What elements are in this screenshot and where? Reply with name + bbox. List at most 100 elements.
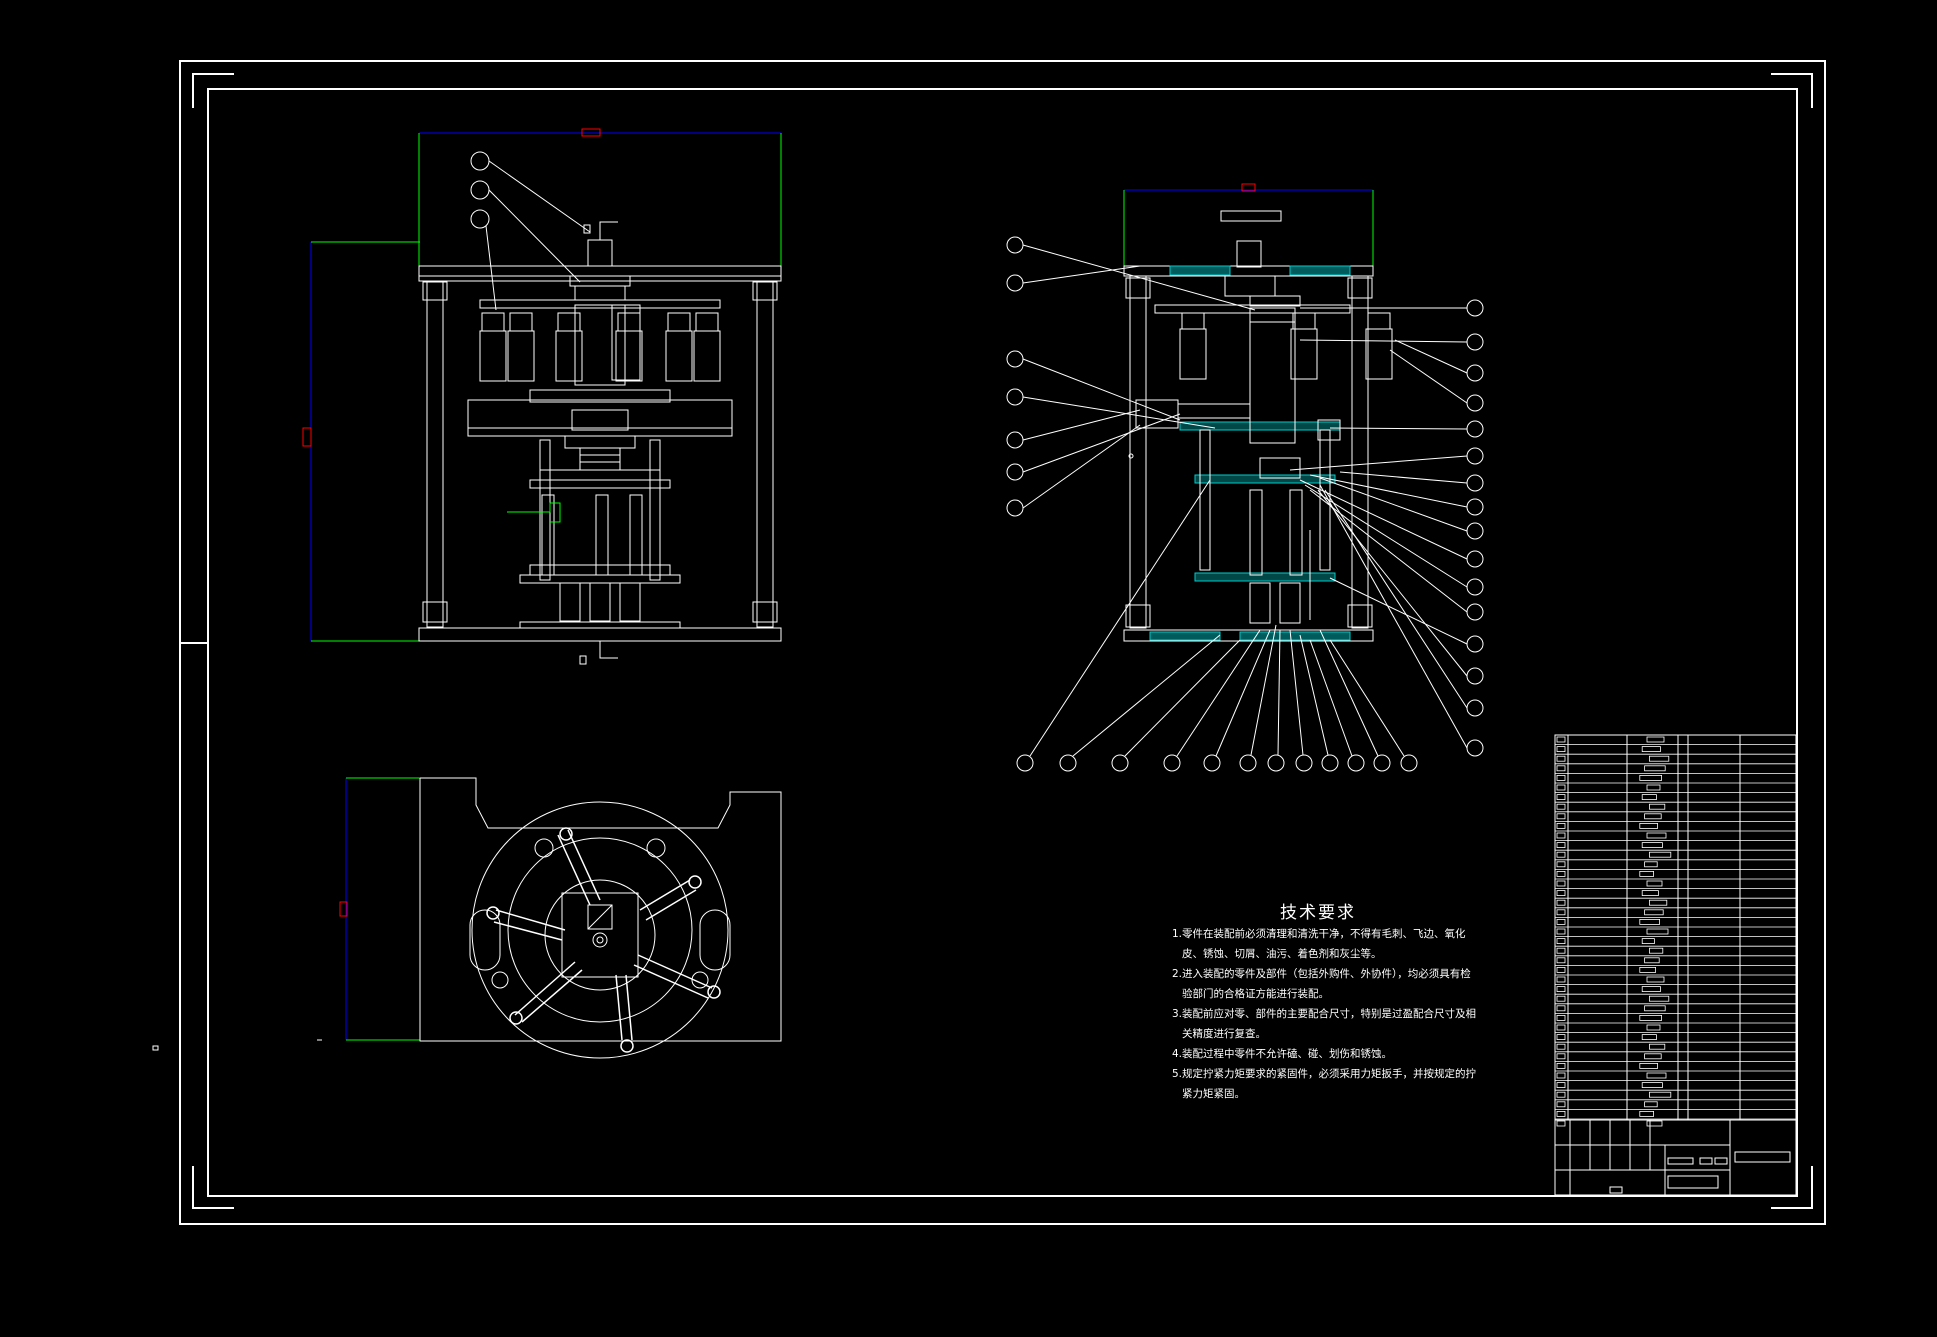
drawing-frame [179,60,1826,1225]
technical-requirement-line: 关精度进行复查。 [1182,1028,1266,1040]
parts-list-name-cell [1646,976,1665,983]
parts-list-name-cell [1649,851,1672,858]
parts-list-index-cell [1556,938,1566,944]
parts-list-index-cell [1556,851,1566,858]
parts-list-name-cell [1639,823,1659,829]
parts-list-index-cell [1556,899,1566,906]
parts-list-index-cell [1556,967,1566,973]
parts-list-index-cell [1556,861,1566,868]
parts-list-index-cell [1556,736,1566,743]
technical-requirement-line: 4.装配过程中零件不允许磕、碰、划伤和锈蚀。 [1172,1048,1393,1060]
parts-list-name-cell [1639,1063,1659,1069]
parts-list-index-cell [1556,928,1566,935]
parts-list-index-cell [1556,823,1566,829]
parts-list-index-cell [1556,746,1566,752]
parts-list-name-cell [1641,1082,1663,1088]
technical-requirement-line: 2.进入装配的零件及部件（包括外购件、外协件），均必须具有检 [1172,968,1471,980]
parts-list-rows [1555,734,1796,1127]
technical-requirement-line: 紧力矩紧固。 [1182,1088,1245,1100]
parts-list-name-cell [1649,803,1666,810]
parts-list-index-cell [1556,1053,1566,1060]
parts-list-index-cell [1556,871,1566,877]
parts-list-index-cell [1556,976,1566,983]
parts-list-index-cell [1556,1111,1566,1117]
parts-list-name-cell [1641,890,1659,896]
technical-requirement-line: 3.装配前应对零、部件的主要配合尺寸，特别是过盈配合尺寸及相 [1172,1008,1477,1020]
parts-list-name-cell [1641,986,1661,992]
parts-list-name-cell [1639,967,1657,973]
parts-list-name-cell [1644,1005,1666,1012]
parts-list-index-cell [1556,890,1566,896]
parts-list-index-cell [1556,1005,1566,1012]
parts-list-index-cell [1556,803,1566,810]
parts-list-name-cell [1641,1034,1657,1040]
parts-list-index-cell [1556,986,1566,992]
parts-list-name-cell [1639,919,1661,925]
parts-list-name-cell [1646,1120,1663,1127]
title-block [1555,1119,1796,1196]
parts-list-index-cell [1556,1072,1566,1079]
technical-requirement-line: 1.零件在装配前必须清理和清洗干净，不得有毛刺、飞边、氧化 [1172,928,1466,940]
parts-list-name-cell [1649,755,1670,762]
parts-list-index-cell [1556,794,1566,800]
parts-list-name-cell [1641,746,1661,752]
parts-list-name-cell [1649,995,1670,1002]
side-view [1006,183,1484,772]
parts-list-index-cell [1556,947,1566,954]
parts-list-name-cell [1646,1024,1661,1031]
parts-list-name-cell [1644,765,1666,772]
parts-list-name-cell [1641,938,1655,944]
parts-list-name-cell [1639,871,1655,877]
parts-list-name-cell [1649,1043,1666,1050]
parts-list-index-cell [1556,957,1566,964]
parts-list-name-cell [1644,1101,1658,1108]
parts-list-index-cell [1556,919,1566,925]
parts-list-name-cell [1641,842,1663,848]
parts-list-index-cell [1556,1043,1566,1050]
parts-list-index-cell [1556,755,1566,762]
technical-requirement-line: 5.规定拧紧力矩要求的紧固件，必须采用力矩扳手，并按规定的拧 [1172,1068,1477,1080]
parts-list-name-cell [1649,1091,1672,1098]
technical-requirement-line: 验部门的合格证方能进行装配。 [1182,988,1329,1000]
parts-list-index-cell [1556,1063,1566,1069]
top-view [317,777,782,1059]
parts-list-index-cell [1556,1015,1566,1021]
technical-requirement-line: 皮、锈蚀、切屑、油污、着色剂和灰尘等。 [1182,948,1382,960]
parts-list-index-cell [1556,1101,1566,1108]
parts-list-index-cell [1556,775,1566,781]
front-view [302,128,782,665]
side-left-balloons [1006,236,1256,517]
parts-list-name-cell [1644,813,1662,820]
parts-list-name-cell [1646,1072,1667,1079]
parts-list-name-cell [1644,1053,1662,1060]
parts-list-name-cell [1646,784,1661,791]
parts-list-index-cell [1556,1082,1566,1088]
parts-list-name-cell [1646,880,1663,887]
parts-list-name-cell [1639,775,1663,781]
parts-list-index-cell [1556,832,1566,839]
parts-list-name-cell [1644,909,1664,916]
side-right-balloons [1289,299,1484,757]
parts-list-index-cell [1556,909,1566,916]
parts-list-name-cell [1641,794,1657,800]
parts-list-index-cell [1556,1034,1566,1040]
front-cylinders [479,304,721,382]
parts-list-name-cell [1646,832,1667,839]
top-view-arms [486,827,721,1053]
parts-list-index-cell [1556,1024,1566,1031]
side-bottom-balloons [1016,479,1418,772]
parts-list-index-cell [1556,995,1566,1002]
parts-list-name-cell [1646,928,1669,935]
parts-list-name-cell [1639,1111,1655,1117]
parts-list-index-cell [1556,765,1566,772]
front-balloons [470,151,591,311]
parts-list-index-cell [1556,1091,1566,1098]
parts-list-index-cell [1556,1120,1566,1127]
parts-list-index-cell [1556,784,1566,791]
parts-list-index-cell [1556,813,1566,820]
parts-list-name-cell [1639,1015,1663,1021]
parts-list-name-cell [1646,736,1665,743]
parts-list-name-cell [1644,957,1660,964]
parts-list-name-cell [1649,947,1664,954]
